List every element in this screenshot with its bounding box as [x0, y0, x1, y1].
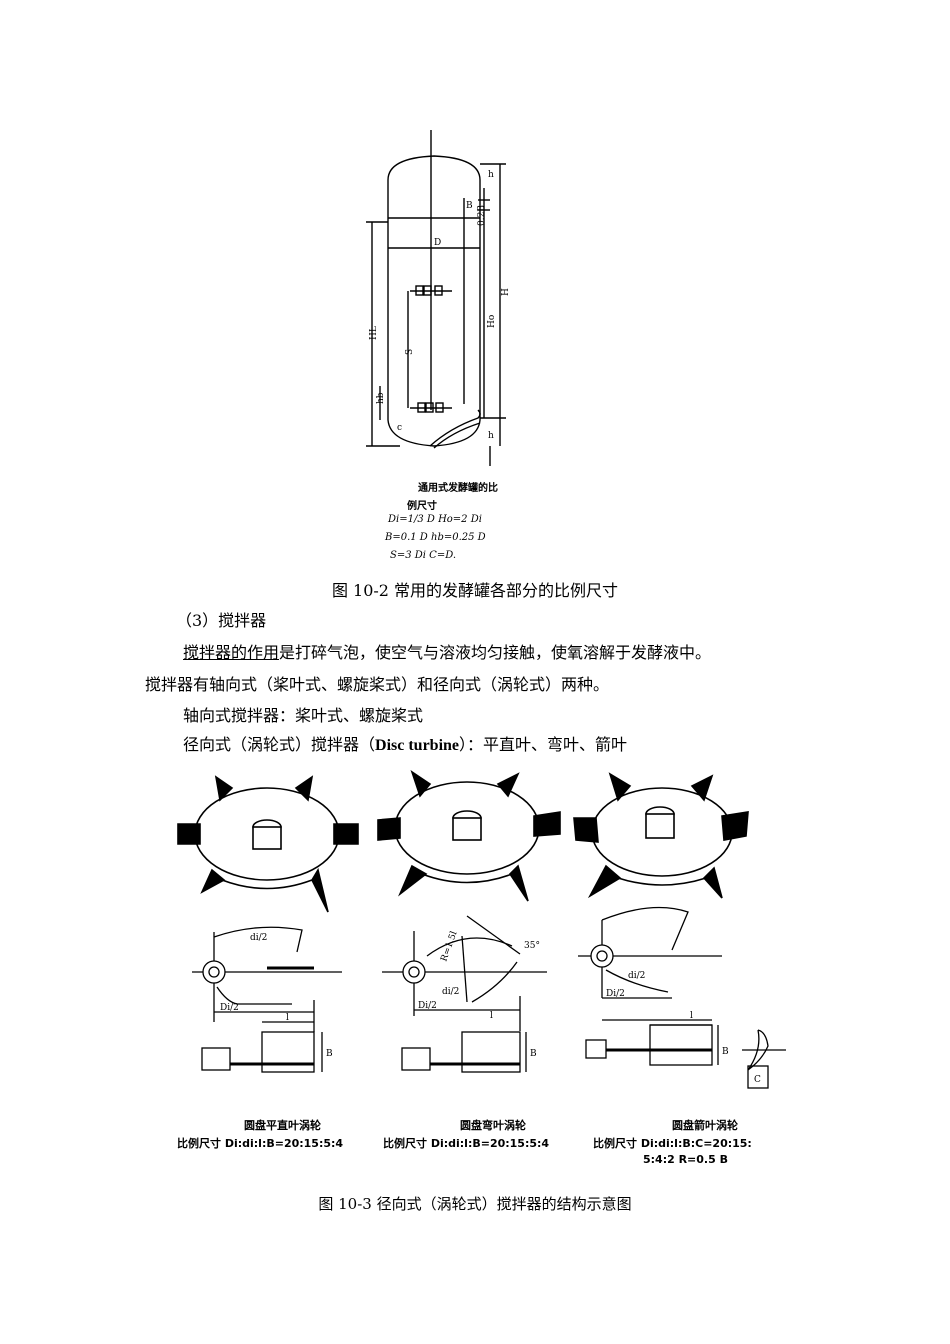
turbine-curved-figure: R=1.5l 35° di/2 Di/2 l B: [372, 766, 567, 1106]
dim-h-bottom: h: [488, 431, 494, 441]
fermenter-title-line2: 例尺寸: [407, 501, 437, 512]
paragraph-1-line-2: 搅拌器有轴向式（桨叶式、螺旋桨式）和径向式（涡轮式）两种。: [145, 675, 610, 694]
arrow-label-l: l: [690, 1011, 693, 1021]
turbine-flat-ratio: 比例尺寸 Di:di:l:B=20:15:5:4: [177, 1137, 344, 1150]
paragraph-2: 轴向式搅拌器：桨叶式、螺旋桨式: [183, 706, 424, 725]
arrow-label-Di2: Di/2: [606, 989, 625, 999]
dim-h-top: h: [488, 170, 494, 180]
turbine-flat-diagram: di/2 Di/2 l B: [177, 775, 359, 1073]
section-heading: （3）搅拌器: [176, 611, 267, 630]
turbine-flat-figure: di/2 Di/2 l B: [172, 772, 362, 1107]
turbine-curved-diagram: R=1.5l 35° di/2 Di/2 l B: [377, 770, 561, 1073]
arrow-label-di2: di/2: [628, 971, 645, 981]
paragraph-1-line-1: 搅拌器的作用是打碎气泡，使空气与溶液均匀接触，使氧溶解于发酵液中。: [183, 643, 711, 663]
arrow-label-C: C: [754, 1075, 761, 1085]
fermenter-title-line1: 通用式发酵罐的比: [418, 483, 498, 494]
curved-label-B: B: [530, 1049, 537, 1059]
dim-hl: HL: [369, 326, 379, 340]
turbine-curved-name: 圆盘弯叶涡轮: [460, 1119, 526, 1132]
turbine-arrow-ratio-line2: 5:4:2 R=0.5 B: [643, 1153, 728, 1166]
flat-label-B: B: [326, 1049, 333, 1059]
dim-ho: Ho: [487, 315, 497, 328]
paragraph-3-post: ）：平直叶、弯叶、箭叶: [459, 735, 628, 754]
curved-label-di2: di/2: [442, 987, 459, 997]
dim-b: B: [466, 201, 473, 211]
flat-label-l: l: [286, 1013, 289, 1023]
curved-label-l: l: [490, 1011, 493, 1021]
flat-label-di2: di/2: [250, 933, 267, 943]
curved-label-Di2: Di/2: [418, 1001, 437, 1011]
figure-10-3-caption: 图 10-3 径向式（涡轮式）搅拌器的结构示意图: [318, 1195, 632, 1213]
disc-turbine-term: Disc turbine: [375, 737, 460, 754]
figure-10-2-caption: 图 10-2 常用的发酵罐各部分的比例尺寸: [331, 581, 619, 600]
turbine-arrow-name: 圆盘箭叶涡轮: [672, 1119, 738, 1132]
turbine-arrow-ratio-line1: 比例尺寸 Di:di:l:B:C=20:15:: [593, 1137, 752, 1150]
fermenter-diagram: h B 0.2B D S HL Ho H hb h c: [366, 130, 511, 466]
dim-hh: H: [501, 288, 511, 296]
dim-d: D: [434, 238, 441, 248]
paragraph-3: 径向式（涡轮式）搅拌器（Disc turbine）：平直叶、弯叶、箭叶: [183, 735, 627, 756]
dim-hb: hb: [376, 392, 386, 404]
arrow-label-B: B: [722, 1047, 729, 1057]
paragraph-3-pre: 径向式（涡轮式）搅拌器（: [183, 735, 376, 754]
curved-label-angle: 35°: [524, 941, 540, 951]
turbine-arrow-figure: di/2 Di/2 l B C: [572, 770, 797, 1100]
flat-label-Di2: Di/2: [220, 1003, 239, 1013]
fermenter-formula-3: S=3 Di C=D.: [390, 550, 457, 561]
dim-s: S: [405, 349, 415, 355]
turbine-flat-name: 圆盘平直叶涡轮: [244, 1119, 321, 1132]
fermenter-formula-1: Di=1/3 D Ho=2 Di: [388, 514, 482, 525]
paragraph-1-rest: 是打碎气泡，使空气与溶液均匀接触，使氧溶解于发酵液中。: [279, 643, 712, 662]
turbine-arrow-diagram: di/2 Di/2 l B C: [573, 772, 786, 1089]
dim-c: c: [397, 423, 402, 433]
fermenter-figure: h B 0.2B D S HL Ho H hb h c: [360, 128, 530, 573]
dim-0.2b: 0.2B: [477, 205, 487, 226]
fermenter-formula-2: B=0.1 D hb=0.25 D: [385, 532, 486, 543]
turbine-curved-ratio: 比例尺寸 Di:di:l:B=20:15:5:4: [383, 1137, 550, 1150]
underlined-term: 搅拌器的作用: [183, 643, 280, 662]
